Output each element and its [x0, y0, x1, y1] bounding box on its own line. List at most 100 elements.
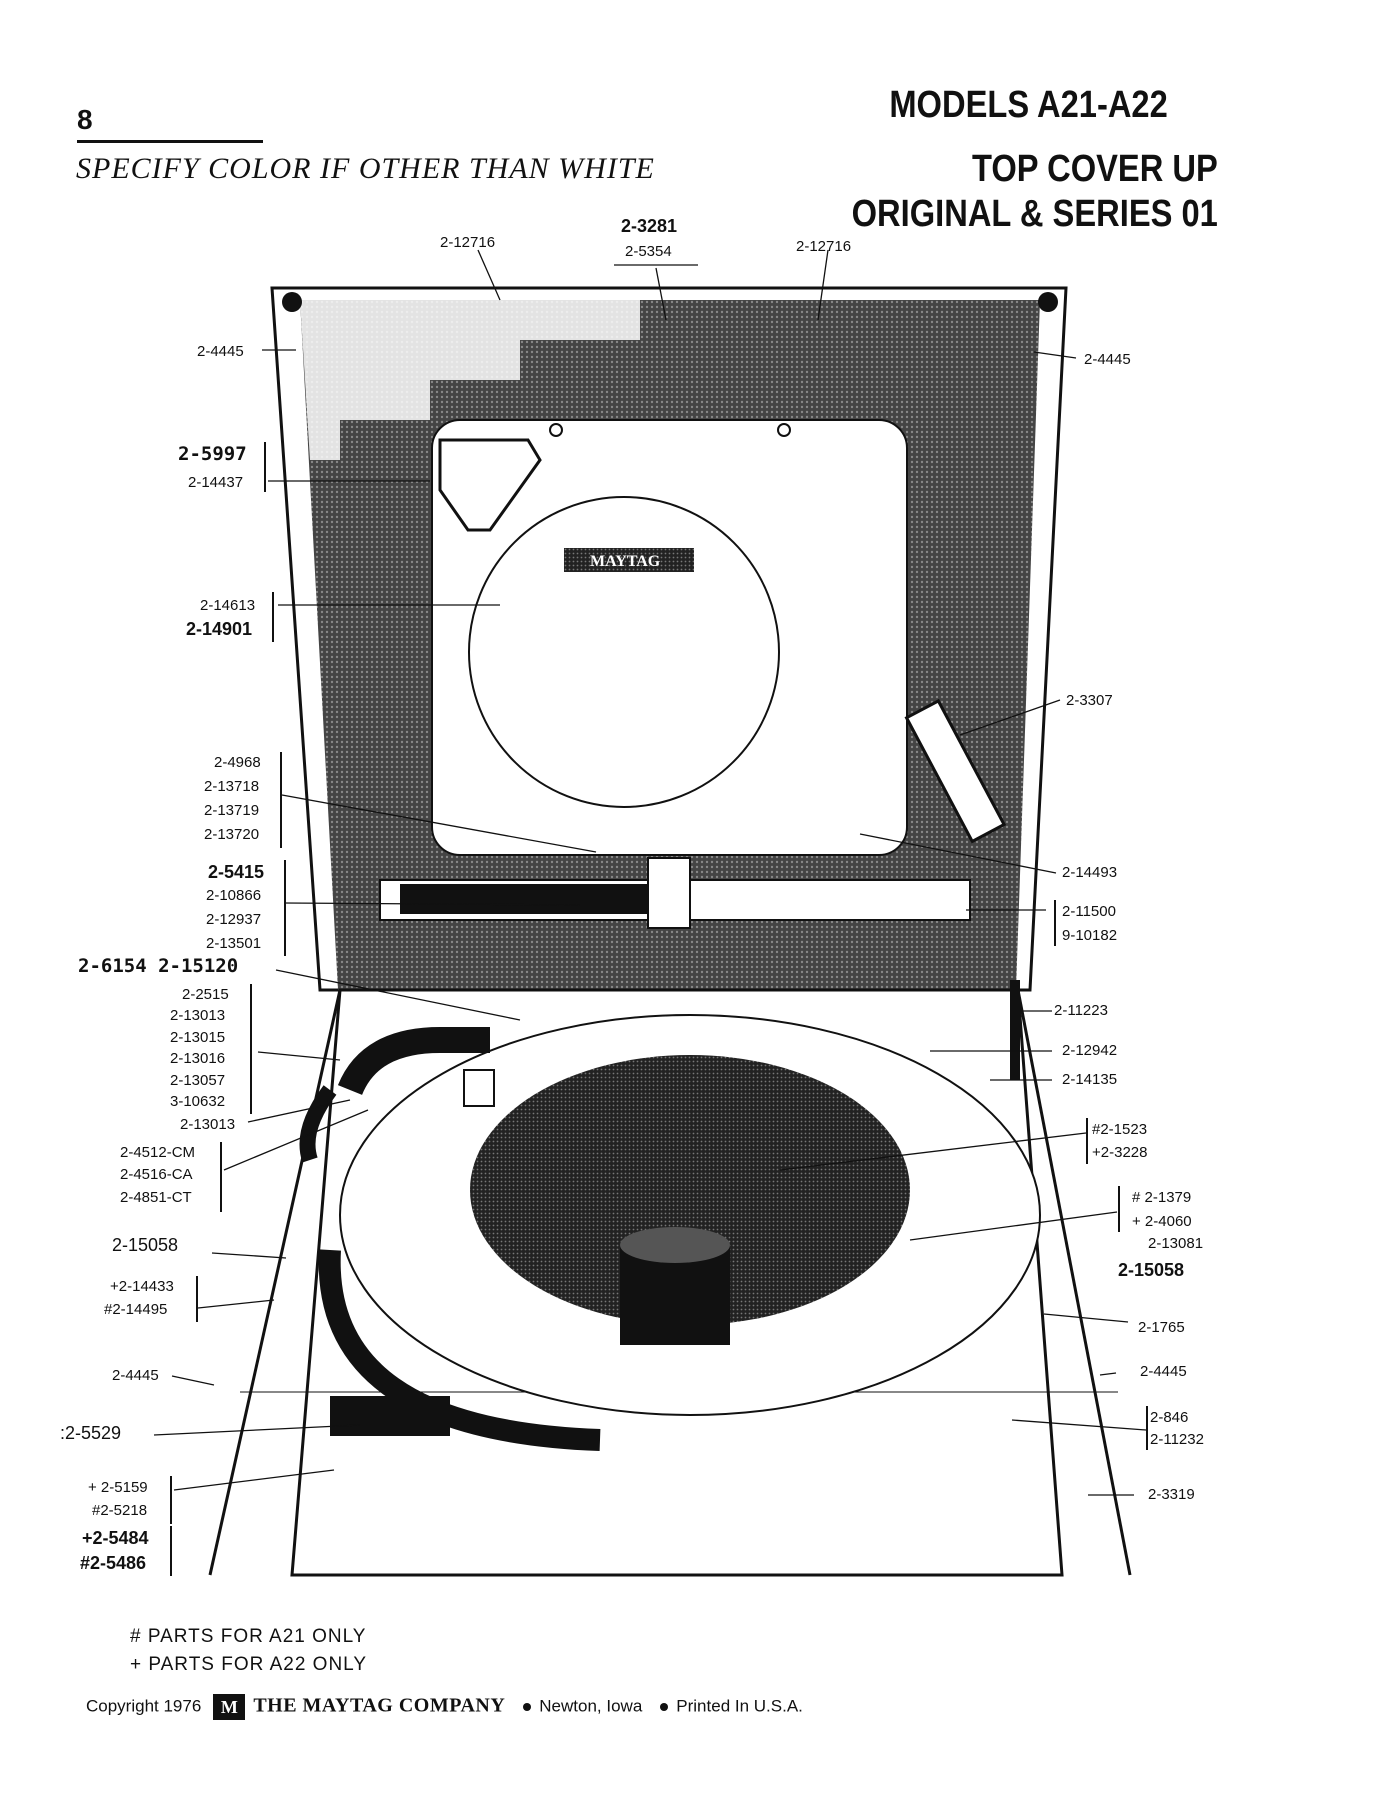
lid-inner-panel: MAYTAG — [431, 419, 908, 856]
part-label: 2-14613 — [200, 597, 256, 614]
leader-lines — [153, 249, 1147, 1496]
part-label: 2-2515 — [182, 986, 229, 1003]
part-label: 2-10866 — [206, 887, 262, 904]
part-label: # 2-1379 — [1132, 1189, 1192, 1206]
cabinet — [208, 988, 1132, 1577]
part-label: #2-5218 — [92, 1502, 148, 1519]
part-label: 2-4516-CA — [120, 1166, 193, 1183]
part-label: +2-14433 — [110, 1278, 174, 1295]
tub — [318, 1014, 1041, 1451]
tub-cover-shadow — [330, 1396, 450, 1436]
fill-hose — [337, 1027, 490, 1096]
models-title: MODELS A21-A22 — [889, 84, 1168, 126]
part-label: 2-14437 — [188, 474, 244, 491]
group-bracket — [1118, 1186, 1120, 1232]
legend-a21: # PARTS FOR A21 ONLY — [130, 1626, 367, 1647]
group-bracket — [280, 752, 282, 848]
part-label: 2-5997 — [178, 443, 247, 465]
part-label: 2-12937 — [206, 911, 262, 928]
lid-bumper-right — [1038, 292, 1058, 312]
hinge-bar — [379, 857, 971, 929]
title-original-series: ORIGINAL & SERIES 01 — [851, 193, 1218, 235]
part-label: 2-15058 — [112, 1235, 179, 1255]
bleach-dispenser — [438, 438, 542, 532]
part-label: 2-13720 — [204, 826, 260, 843]
group-bracket — [272, 592, 274, 642]
part-label: 2-4851-CT — [120, 1189, 192, 1206]
part-label: 2-14135 — [1062, 1071, 1118, 1088]
part-label: 2-13057 — [170, 1072, 226, 1089]
part-label: + 2-4060 — [1132, 1213, 1192, 1230]
city: Newton, Iowa — [539, 1696, 643, 1716]
nameplate-text: MAYTAG — [590, 553, 661, 570]
part-label: #2-5486 — [80, 1553, 147, 1573]
title-top-cover-up: TOP COVER UP — [972, 148, 1218, 190]
part-label: +2-5484 — [82, 1528, 149, 1548]
part-label: 2-13081 — [1148, 1235, 1204, 1252]
part-label: 2-15058 — [1118, 1260, 1185, 1280]
part-label: 2-4445 — [112, 1367, 159, 1384]
part-label: 2-4512-CM — [120, 1144, 196, 1161]
page-number-rule — [77, 140, 263, 143]
part-label: 2-4445 — [197, 343, 244, 360]
part-label: +2-3228 — [1092, 1144, 1148, 1161]
part-label: 2-13719 — [204, 802, 260, 819]
part-label: 2-1765 — [1138, 1319, 1185, 1336]
part-label: 2-13013 — [180, 1116, 236, 1133]
lint-filter-circle — [468, 496, 780, 808]
part-label: 3-10632 — [170, 1093, 226, 1110]
specify-color-note: SPECIFY COLOR IF OTHER THAN WHITE — [76, 152, 655, 185]
part-label: 2-13718 — [204, 778, 260, 795]
part-label: 2-3319 — [1148, 1486, 1195, 1503]
footer: Copyright 1976 M THE MAYTAG COMPANY Newton,… — [86, 1694, 803, 1720]
company-name: THE MAYTAG COMPANY — [253, 1694, 506, 1717]
page-number: 8 — [77, 104, 93, 135]
part-label: 2-12716 — [440, 234, 496, 251]
part-label: 2-4968 — [214, 754, 261, 771]
part-label: 2-11232 — [1150, 1431, 1204, 1448]
part-label: 2-11223 — [1054, 1002, 1108, 1019]
part-label: 9-10182 — [1062, 927, 1118, 944]
group-bracket — [170, 1526, 172, 1576]
control-plate — [904, 698, 1007, 844]
group-bracket — [170, 1476, 172, 1524]
part-label: 2-13016 — [170, 1050, 226, 1067]
tub-opening — [470, 1055, 910, 1325]
part-label: #2-1523 — [1092, 1121, 1148, 1138]
bullet-icon — [523, 1703, 532, 1711]
part-label: 2-11500 — [1062, 903, 1116, 920]
lid-switch-rod — [1010, 980, 1020, 1080]
part-label: 2-14493 — [1062, 864, 1118, 881]
part-label: :2-5529 — [60, 1423, 122, 1443]
part-label: 2-6154 2-15120 — [78, 955, 239, 977]
copyright: Copyright 1976 — [86, 1696, 202, 1716]
group-bracket — [264, 442, 266, 492]
lid-bumper-left — [282, 292, 302, 312]
part-label: 2-14901 — [186, 619, 253, 639]
bullet-icon — [660, 1703, 669, 1711]
part-label: 2-12942 — [1062, 1042, 1118, 1059]
group-bracket — [284, 860, 286, 956]
part-label: + 2-5159 — [88, 1479, 148, 1496]
group-bracket — [1086, 1118, 1088, 1164]
group-bracket — [250, 984, 252, 1114]
part-label: 2-4445 — [1140, 1363, 1187, 1380]
group-bracket — [220, 1142, 222, 1212]
part-label: 2-3307 — [1066, 692, 1113, 709]
part-label: #2-14495 — [104, 1301, 168, 1318]
part-label: 2-5354 — [625, 243, 672, 260]
part-label: 2-846 — [1150, 1409, 1189, 1426]
maytag-logo-icon: M — [213, 1694, 246, 1720]
part-label: 2-13013 — [170, 1007, 226, 1024]
group-bracket — [196, 1276, 198, 1322]
legend-a22: + PARTS FOR A22 ONLY — [130, 1654, 367, 1675]
part-label: 2-12716 — [796, 238, 852, 255]
group-bracket — [1054, 900, 1056, 946]
part-label: 2-13501 — [206, 935, 262, 952]
part-label: 2-4445 — [1084, 351, 1131, 368]
part-label: 2-5415 — [208, 862, 265, 882]
part-label: 2-3281 — [621, 216, 678, 236]
group-bracket — [1146, 1406, 1148, 1450]
part-label: 2-13015 — [170, 1029, 226, 1046]
